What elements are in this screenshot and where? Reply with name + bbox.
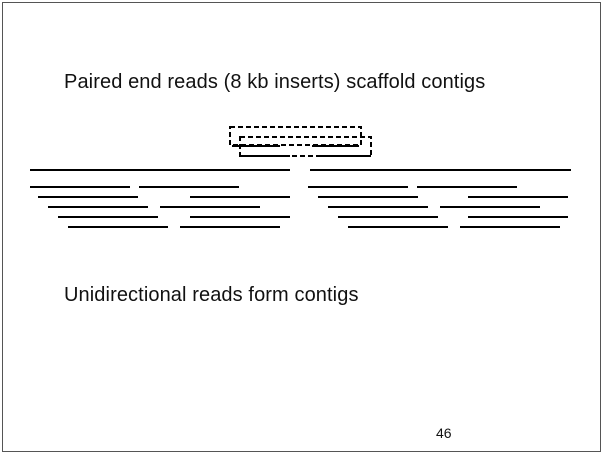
right-read-pileup: [308, 186, 568, 228]
scaffold-heading: Paired end reads (8 kb inserts) scaffold…: [64, 71, 486, 93]
page-number: 46: [436, 425, 452, 441]
left-read-pileup: [30, 186, 290, 228]
contig-heading: Unidirectional reads form contigs: [64, 284, 359, 306]
